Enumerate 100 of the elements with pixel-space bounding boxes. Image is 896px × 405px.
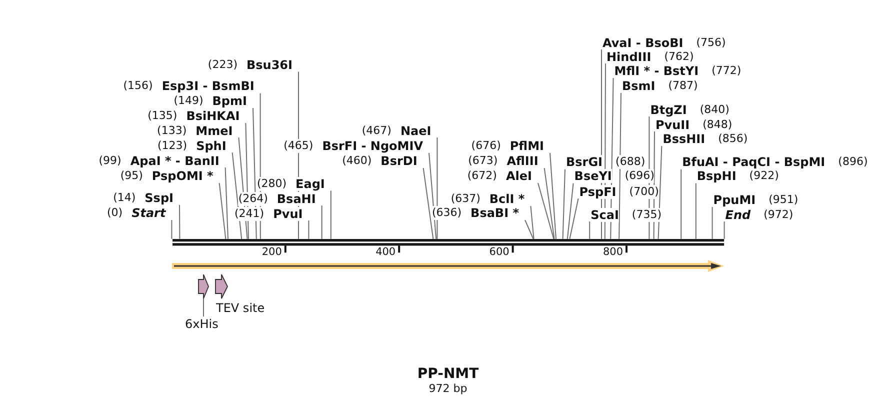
site-position: (735) bbox=[632, 208, 662, 222]
site-name: BtgZI bbox=[650, 102, 687, 116]
feature-pentagon bbox=[214, 274, 228, 298]
site-position: (149) bbox=[174, 94, 204, 108]
site-name: BssHII bbox=[662, 132, 706, 146]
site-name: MflI * - BstYI bbox=[614, 64, 699, 78]
site-name: BsmI bbox=[622, 79, 656, 93]
site-name: BsrDI bbox=[380, 154, 418, 168]
site-name: End bbox=[725, 208, 751, 222]
site-position: (856) bbox=[718, 132, 748, 146]
leader-line bbox=[330, 190, 332, 240]
site-position: (848) bbox=[702, 118, 732, 132]
site-name: ScaI bbox=[590, 208, 619, 222]
site-name: Start bbox=[132, 206, 166, 220]
site-name: Bsu36I bbox=[246, 58, 292, 72]
site-position: (636) bbox=[432, 206, 462, 220]
site-position: (696) bbox=[624, 169, 654, 184]
site-name: AleI bbox=[506, 169, 532, 183]
site-name: SphI bbox=[196, 138, 226, 152]
site-name: PvuII bbox=[656, 118, 690, 132]
site-position: (0) bbox=[106, 206, 123, 220]
site-name: PspFI bbox=[579, 184, 616, 198]
site-name: BsaBI * bbox=[470, 206, 519, 220]
site-position: (762) bbox=[664, 50, 694, 64]
site-name: BfuAI - PaqCI - BspMI bbox=[682, 155, 826, 170]
leader-line bbox=[538, 182, 554, 240]
site-name: BsaHI bbox=[276, 192, 316, 206]
site-name: AflIII bbox=[506, 154, 538, 168]
site-name: BsrGI bbox=[566, 155, 603, 170]
site-name: NaeI bbox=[400, 124, 432, 138]
scale-label: 400 bbox=[376, 245, 396, 259]
site-name: MmeI bbox=[196, 124, 233, 138]
site-name: SspI bbox=[144, 191, 174, 205]
site-position: (951) bbox=[768, 193, 798, 207]
sequence-length: 972 bp bbox=[428, 382, 468, 395]
leader-line bbox=[695, 182, 696, 240]
leader-line bbox=[203, 298, 204, 317]
site-position: (637) bbox=[450, 192, 480, 206]
site-name: BpmI bbox=[212, 94, 247, 108]
leader-line bbox=[171, 220, 172, 240]
map-title: PP-NMT bbox=[417, 366, 479, 382]
site-position: (133) bbox=[157, 124, 187, 138]
leader-line bbox=[308, 220, 310, 240]
leader-line bbox=[544, 168, 555, 240]
site-name: PspOMI * bbox=[152, 169, 214, 183]
leader-line bbox=[724, 221, 725, 240]
dna-backbone bbox=[172, 238, 724, 246]
leader-line bbox=[569, 198, 579, 240]
leader-line bbox=[524, 220, 534, 240]
site-name: PvuI bbox=[273, 206, 303, 220]
feature-label: TEV site bbox=[216, 300, 265, 315]
site-position: (672) bbox=[467, 169, 497, 183]
feature-label: 6xHis bbox=[185, 316, 218, 330]
site-name: ApaI * - BanII bbox=[130, 154, 220, 168]
leader-line bbox=[224, 167, 228, 240]
site-name: PflMI bbox=[510, 139, 544, 153]
sequence-feature-bar bbox=[172, 260, 724, 272]
site-position: (896) bbox=[838, 155, 868, 170]
site-position: (280) bbox=[256, 176, 287, 191]
feature-pentagon bbox=[198, 274, 208, 298]
site-position: (688) bbox=[616, 155, 646, 170]
site-position: (922) bbox=[749, 169, 779, 184]
site-name: BsrFI - NgoMIV bbox=[322, 139, 423, 153]
site-position: (840) bbox=[700, 102, 730, 116]
scale-label: 200 bbox=[262, 245, 282, 259]
site-position: (241) bbox=[234, 206, 264, 220]
site-name: HindIII bbox=[606, 50, 652, 64]
scale-label: 800 bbox=[602, 245, 623, 259]
site-position: (95) bbox=[120, 169, 143, 183]
leader-line bbox=[680, 168, 682, 240]
site-position: (135) bbox=[148, 109, 178, 123]
site-position: (460) bbox=[342, 154, 372, 168]
leader-line bbox=[422, 168, 434, 240]
site-name: BsiHKAI bbox=[186, 109, 240, 123]
site-position: (99) bbox=[98, 154, 122, 168]
site-position: (223) bbox=[208, 58, 238, 72]
site-position: (772) bbox=[712, 64, 742, 78]
leader-line bbox=[618, 92, 622, 240]
site-position: (673) bbox=[468, 154, 498, 168]
site-name: EagI bbox=[296, 176, 325, 191]
leader-line bbox=[218, 182, 226, 240]
site-position: (156) bbox=[123, 79, 153, 94]
leader-line bbox=[562, 168, 566, 240]
site-name: PpuMI bbox=[713, 193, 756, 207]
scale-label: 600 bbox=[489, 245, 510, 259]
site-position: (465) bbox=[284, 139, 314, 153]
site-name: BclI * bbox=[489, 192, 525, 206]
leader-line bbox=[712, 206, 713, 240]
leader-line bbox=[566, 182, 574, 240]
site-name: BspHI bbox=[696, 169, 736, 184]
site-position: (972) bbox=[764, 208, 794, 222]
site-position: (14) bbox=[113, 191, 136, 205]
site-position: (700) bbox=[629, 184, 659, 198]
leader-line bbox=[179, 204, 180, 240]
leader-line bbox=[321, 205, 322, 240]
site-position: (756) bbox=[696, 36, 726, 50]
site-position: (676) bbox=[471, 139, 501, 153]
site-position: (787) bbox=[668, 79, 698, 93]
site-name: BseYI bbox=[574, 169, 612, 184]
site-name: AvaI - BsoBI bbox=[602, 36, 684, 50]
